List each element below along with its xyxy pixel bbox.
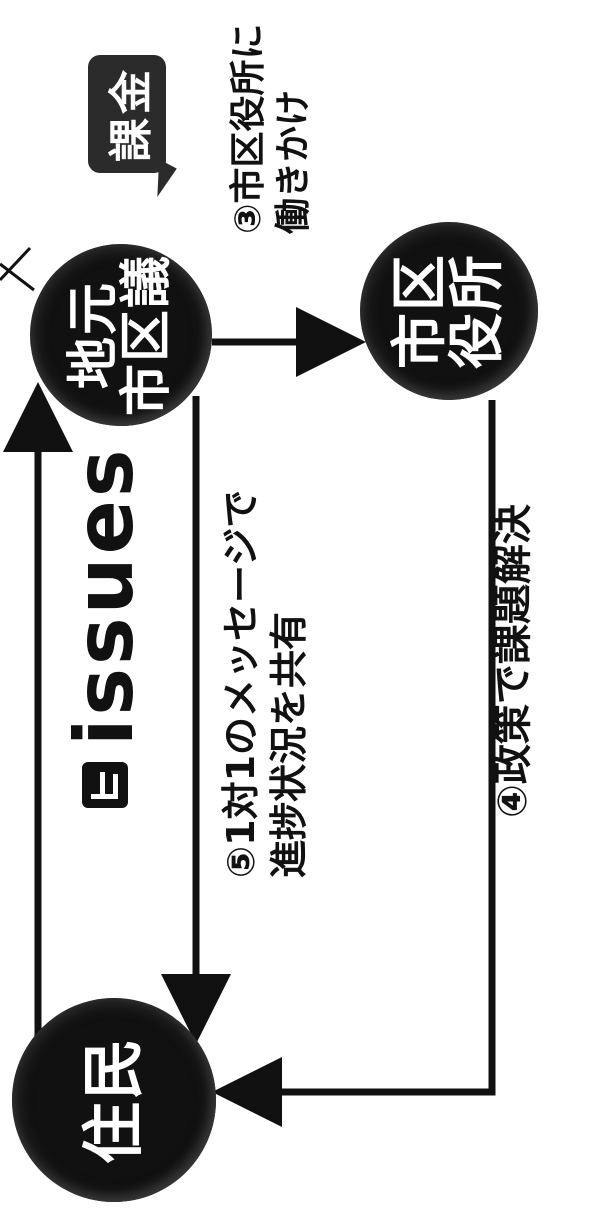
step3-line1: ③市区役所に xyxy=(228,23,269,234)
step5-line2: 進捗状況を共有 xyxy=(266,611,311,878)
office-label-2: 役所 xyxy=(445,253,510,369)
step4-line1: ④政策で課題解決 xyxy=(490,504,536,818)
step5-label: ⑤1対1のメッセージで 進捗状況を共有 xyxy=(218,490,313,878)
council-label-1: 地元 xyxy=(63,281,124,390)
council-member-node: 地元 市区議 xyxy=(30,244,212,426)
arrow-office-to-resident xyxy=(212,400,496,1127)
resident-label: 住民 xyxy=(77,1036,151,1165)
step4-label: ④政策で課題解決 xyxy=(488,504,538,818)
office-label-1: 市区 xyxy=(387,253,453,369)
edge-line-b xyxy=(0,262,35,292)
issues-logo: issues xyxy=(58,446,151,808)
issues-logo-icon xyxy=(82,762,128,808)
edge-line-a xyxy=(0,246,32,282)
billing-label: 課金 xyxy=(106,66,157,162)
council-label-2: 市区議 xyxy=(117,254,177,417)
resident-node: 住民 xyxy=(12,998,216,1202)
city-office-node: 市区 役所 xyxy=(360,222,538,400)
step3-line2: 働きかけ xyxy=(273,89,314,234)
billing-speech-bubble: 課金 xyxy=(88,55,166,173)
issues-logo-text: issues xyxy=(58,446,151,746)
step3-label: ③市区役所に 働きかけ xyxy=(226,24,316,234)
step5-line1: ⑤1対1のメッセージで xyxy=(219,489,263,878)
